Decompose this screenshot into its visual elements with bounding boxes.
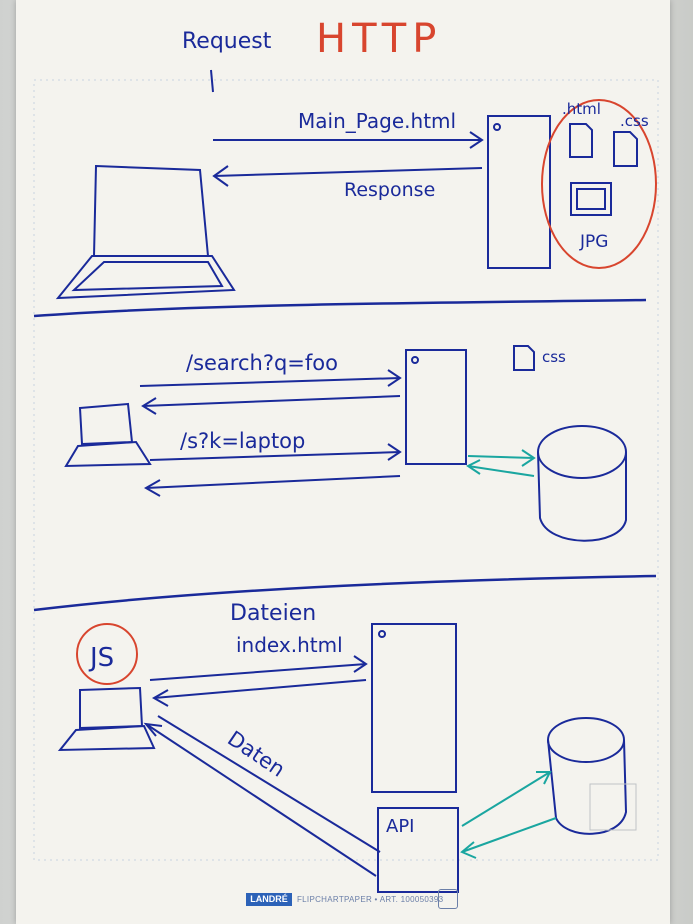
laptop-3 — [57, 686, 156, 752]
request-1-label: Main_Page.html — [298, 109, 456, 133]
footer-emblem-icon — [438, 889, 458, 909]
request-2a-label: /search?q=foo — [186, 351, 338, 375]
html-file-label: .html — [562, 100, 601, 118]
js-label: JS — [88, 643, 114, 673]
js-circle — [76, 623, 138, 685]
css-file-label: .css — [620, 112, 649, 130]
server-3 — [371, 623, 457, 793]
response-label: Response — [344, 179, 435, 201]
api-label: API — [386, 816, 414, 837]
db-arrow-3 — [460, 771, 557, 859]
css-file-icon — [613, 131, 638, 167]
jpg-file-icon — [570, 182, 612, 216]
section-divider-1 — [33, 298, 647, 318]
request-arrow-1 — [213, 131, 484, 149]
request-label: Request — [182, 29, 272, 54]
page-title: HTTP — [316, 16, 442, 62]
response-arrow-3 — [151, 679, 367, 707]
css-file-label-2: css — [542, 348, 566, 366]
files-label: Dateien — [230, 601, 316, 626]
laptop-2 — [64, 402, 152, 468]
footer-text: FLIPCHARTPAPER • ART. 100050393 — [297, 895, 444, 904]
response-arrow-2b — [143, 475, 401, 497]
request-arrow-2a — [139, 369, 402, 387]
response-arrow-1 — [212, 165, 483, 187]
request-arrow-3 — [149, 655, 368, 681]
paper-guide — [33, 79, 659, 861]
server-1 — [487, 115, 551, 269]
response-arrow-2a — [141, 395, 401, 415]
brand-logo: LANDRÉ — [246, 893, 292, 906]
api-box — [377, 807, 459, 893]
database-1 — [537, 425, 627, 542]
css-file-icon-2 — [513, 345, 535, 371]
server-2 — [405, 349, 467, 465]
faint-sketch — [589, 783, 637, 831]
section-divider-2 — [33, 574, 657, 612]
data-arrow — [143, 715, 381, 877]
database-2 — [547, 717, 628, 835]
request-2b-label: /s?k=laptop — [180, 429, 305, 453]
request-tick — [210, 69, 214, 93]
html-file-icon — [569, 123, 593, 158]
request-3-label: index.html — [236, 633, 343, 657]
files-group-circle — [541, 99, 657, 269]
jpg-file-label: JPG — [579, 232, 608, 252]
db-arrow-2 — [466, 449, 536, 477]
laptop-1 — [55, 164, 236, 300]
data-label: Daten — [223, 726, 289, 781]
request-arrow-2b — [149, 443, 402, 461]
flipchart-paper — [16, 0, 670, 924]
